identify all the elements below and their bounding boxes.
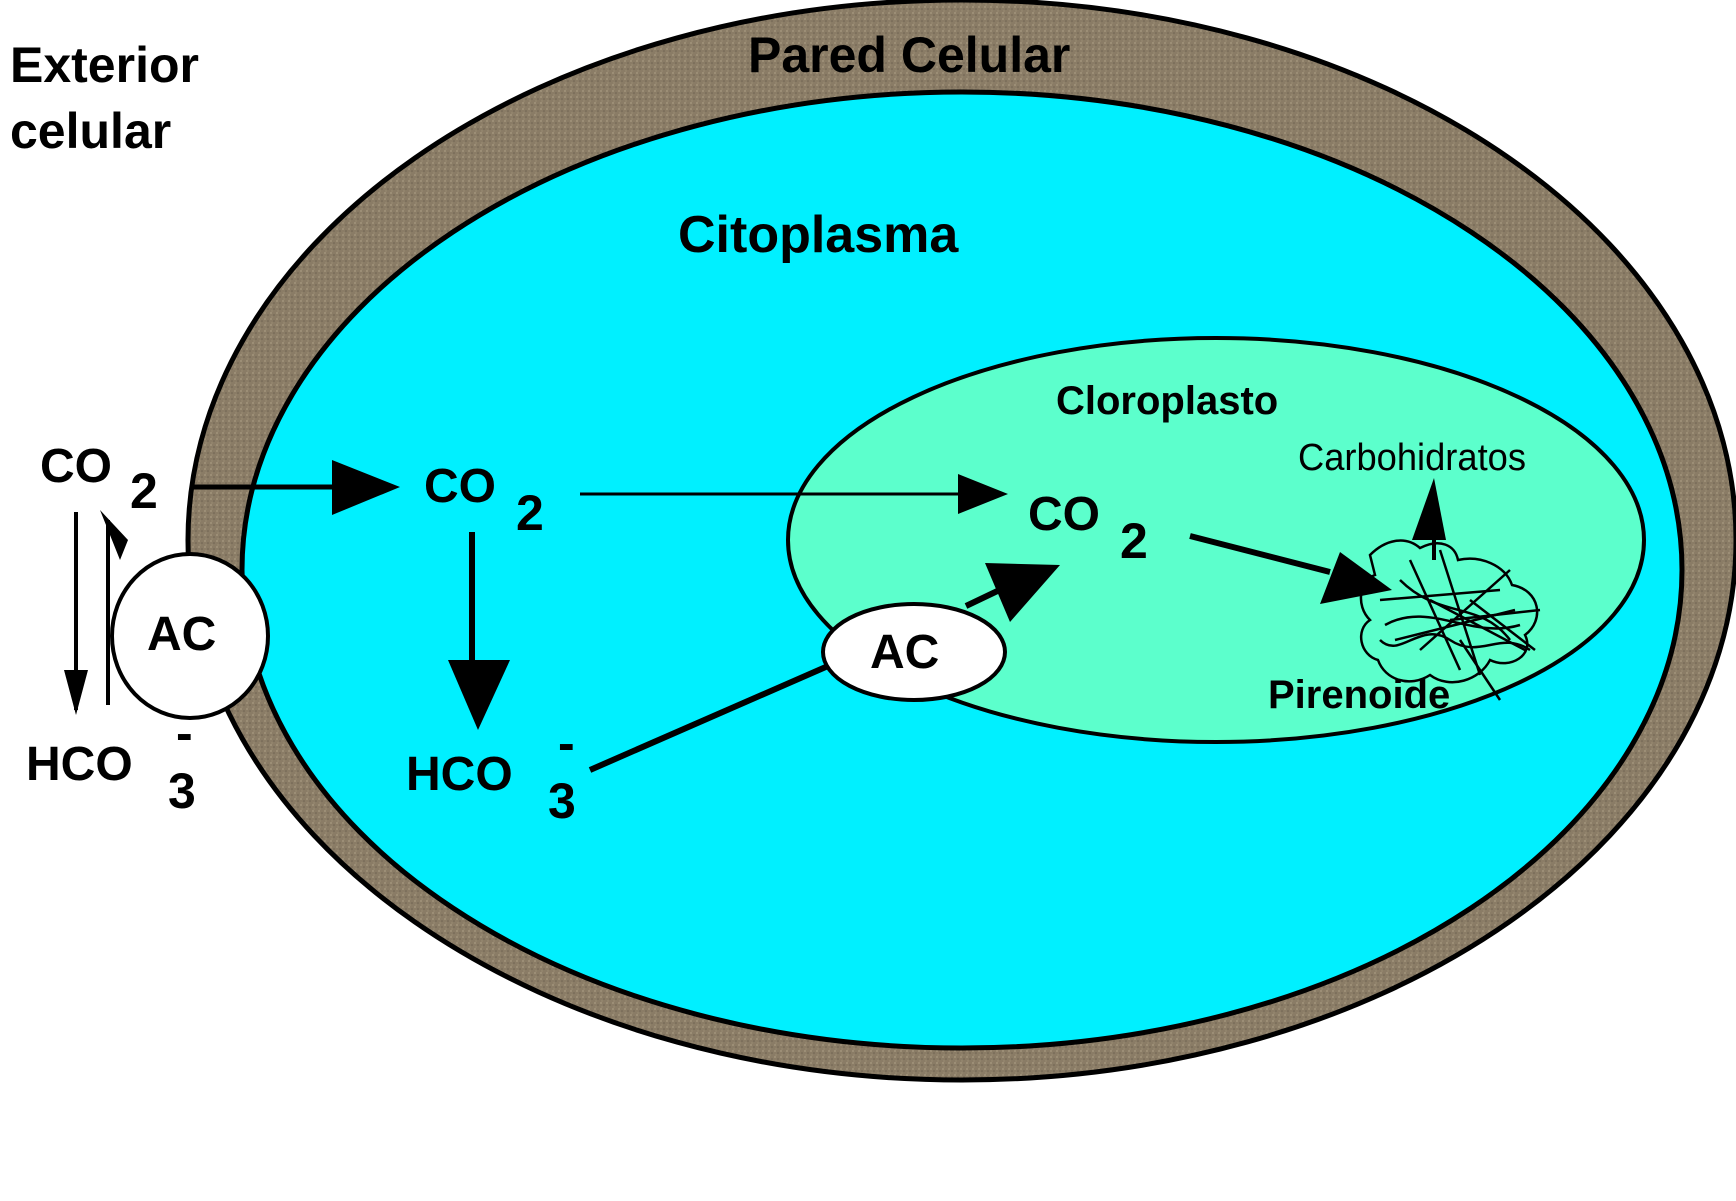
- co2-chloroplast: CO: [1028, 488, 1100, 541]
- arrow-carbohydrates-head: [1412, 478, 1446, 540]
- hco3-exterior: HCO: [26, 738, 133, 791]
- ac-enzyme-inner: [821, 602, 1007, 702]
- co2-exterior: CO: [40, 440, 112, 493]
- exterior-label-line1: Exterior: [10, 37, 199, 93]
- arrow-co2-to-chloroplast-head: [958, 474, 1008, 514]
- ac-enzyme-outer: [110, 552, 270, 720]
- co2-chloroplast-sub: 2: [1120, 513, 1148, 569]
- arrow-co2-to-pyrenoid: [1189, 533, 1331, 575]
- hco3-cytoplasm-charge: -: [558, 715, 575, 771]
- arrow-hco3-to-ac: [588, 663, 830, 773]
- arrow-exterior-down-head: [64, 670, 88, 715]
- arrow-exterior-up-head: [100, 510, 128, 560]
- exterior-label-line2: celular: [10, 103, 171, 159]
- ac-outer-label: AC: [147, 608, 216, 661]
- arrow-co2-to-pyrenoid-head: [1320, 552, 1392, 604]
- hco3-cytoplasm: HCO: [406, 748, 513, 801]
- ac-inner-label: AC: [870, 626, 939, 679]
- pyrenoid-structure: [1359, 539, 1541, 701]
- co2-cytoplasm-sub: 2: [516, 485, 544, 541]
- cytoplasm-label: Citoplasma: [678, 206, 959, 264]
- carbohydrates-label: Carbohidratos: [1298, 437, 1526, 479]
- co2-cytoplasm: CO: [424, 460, 496, 513]
- arrow-ac-to-co2-head: [985, 563, 1060, 622]
- arrow-co2-influx-head: [332, 460, 400, 515]
- hco3-exterior-sub: 3: [168, 763, 196, 819]
- hco3-cytoplasm-sub: 3: [548, 773, 576, 829]
- co2-exterior-sub: 2: [130, 463, 158, 519]
- arrow-co2-to-hco3-head: [448, 660, 510, 730]
- wall-label: Pared Celular: [748, 27, 1070, 83]
- pyrenoid-label: Pirenoide: [1268, 673, 1450, 717]
- hco3-exterior-charge: -: [176, 705, 193, 761]
- chloroplast-label: Cloroplasto: [1056, 379, 1278, 423]
